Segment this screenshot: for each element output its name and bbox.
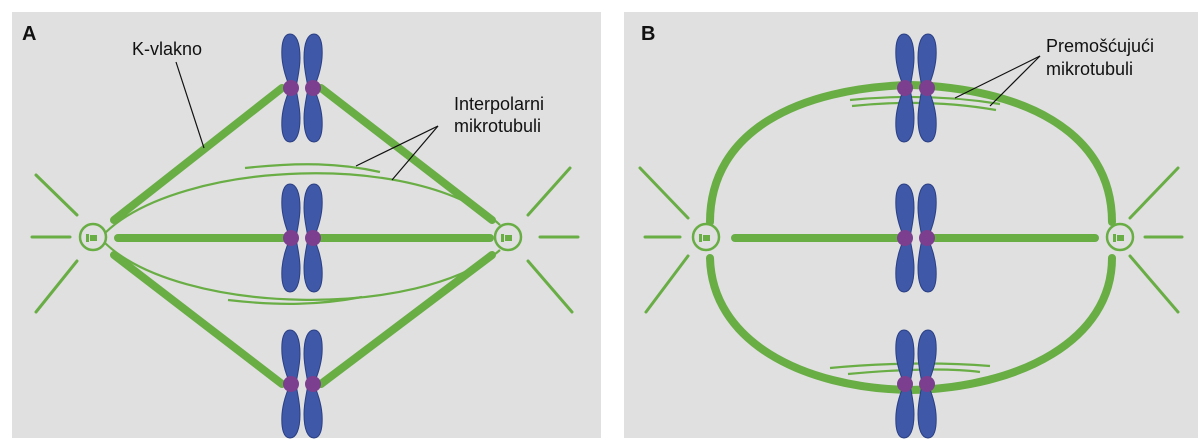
panel-a-k-fibers — [110, 84, 496, 388]
k-fiber-bottom-right — [317, 251, 496, 388]
interpolar-label-line2: mikrotubuli — [454, 116, 541, 136]
interpolar-leader-1 — [355, 125, 439, 167]
panel-b-centrosome-right — [1105, 222, 1135, 252]
k-fiber-leader — [175, 61, 205, 149]
k-fiber-label: K-vlakno — [132, 39, 202, 59]
panel-a-astral-microtubules — [30, 166, 580, 314]
panel-a: A — [12, 12, 601, 439]
panel-b-astral-microtubules — [638, 166, 1184, 314]
interpolar-leader-2 — [391, 125, 439, 181]
bridging-leader-1 — [954, 55, 1041, 99]
panel-a-centrosome-left — [78, 222, 108, 252]
panel-b: B — [624, 12, 1198, 439]
bridging-leader-2 — [989, 55, 1041, 107]
panel-a-letter: A — [22, 23, 36, 45]
panel-b-letter: B — [641, 23, 655, 45]
k-fiber-bottom-left — [110, 251, 286, 388]
interpolar-label-line1: Interpolarni — [454, 94, 544, 114]
k-fiber-top-right — [317, 84, 496, 224]
bridging-label-line1: Premošćujući — [1046, 36, 1154, 56]
k-fiber-top-left — [110, 84, 286, 224]
panel-b-centrosome-left — [691, 222, 721, 252]
panel-a-centrosome-right — [493, 222, 523, 252]
bridging-label-line2: mikrotubuli — [1046, 59, 1133, 79]
